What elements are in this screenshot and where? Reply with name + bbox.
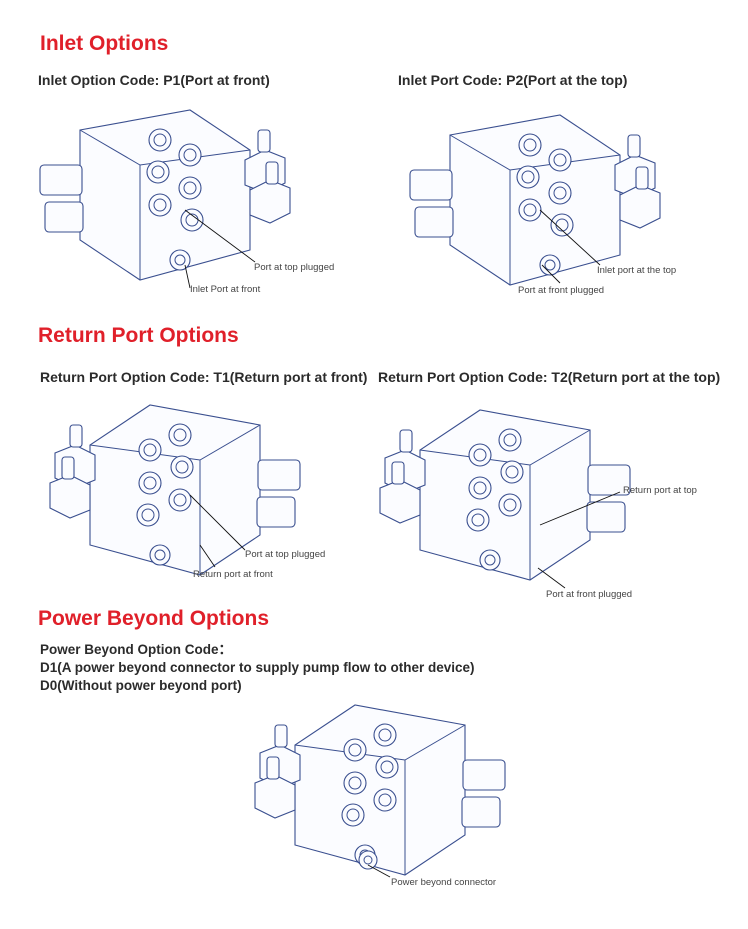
t1-callout-front: Return port at front	[193, 569, 273, 580]
p1-callout-front: Inlet Port at front	[190, 284, 261, 295]
inlet-options-title: Inlet Options	[40, 32, 169, 55]
inlet-p1-label: Inlet Option Code: P1(Port at front)	[38, 72, 270, 88]
p1-callout-top: Port at top plugged	[254, 262, 335, 273]
power-beyond-callout: Power beyond connector	[391, 877, 497, 888]
return-t1-label: Return Port Option Code: T1(Return port …	[40, 369, 368, 385]
p2-callout-top: Inlet port at the top	[597, 265, 677, 276]
valve-drawing-t2	[379, 409, 631, 589]
valve-drawing-p2	[409, 114, 661, 286]
t1-callout-top: Port at top plugged	[245, 549, 326, 560]
valve-drawing-power-beyond	[254, 704, 506, 878]
t2-callout-top: Return port at top	[623, 485, 697, 496]
power-beyond-d0: D0(Without power beyond port)	[40, 678, 242, 693]
valve-drawing-t1	[49, 404, 301, 576]
return-t2-label: Return Port Option Code: T2(Return port …	[378, 369, 721, 385]
p2-callout-front: Port at front plugged	[518, 285, 605, 296]
power-beyond-code-label: Power Beyond Option Code：	[40, 642, 233, 657]
t2-callout-front: Port at front plugged	[546, 589, 633, 600]
return-port-options-title: Return Port Options	[38, 324, 239, 347]
inlet-p2-label: Inlet Port Code: P2(Port at the top)	[398, 72, 628, 88]
power-beyond-d1: D1(A power beyond connector to supply pu…	[40, 660, 475, 675]
valve-drawing-p1	[39, 109, 291, 289]
power-beyond-options-title: Power Beyond Options	[38, 607, 270, 630]
